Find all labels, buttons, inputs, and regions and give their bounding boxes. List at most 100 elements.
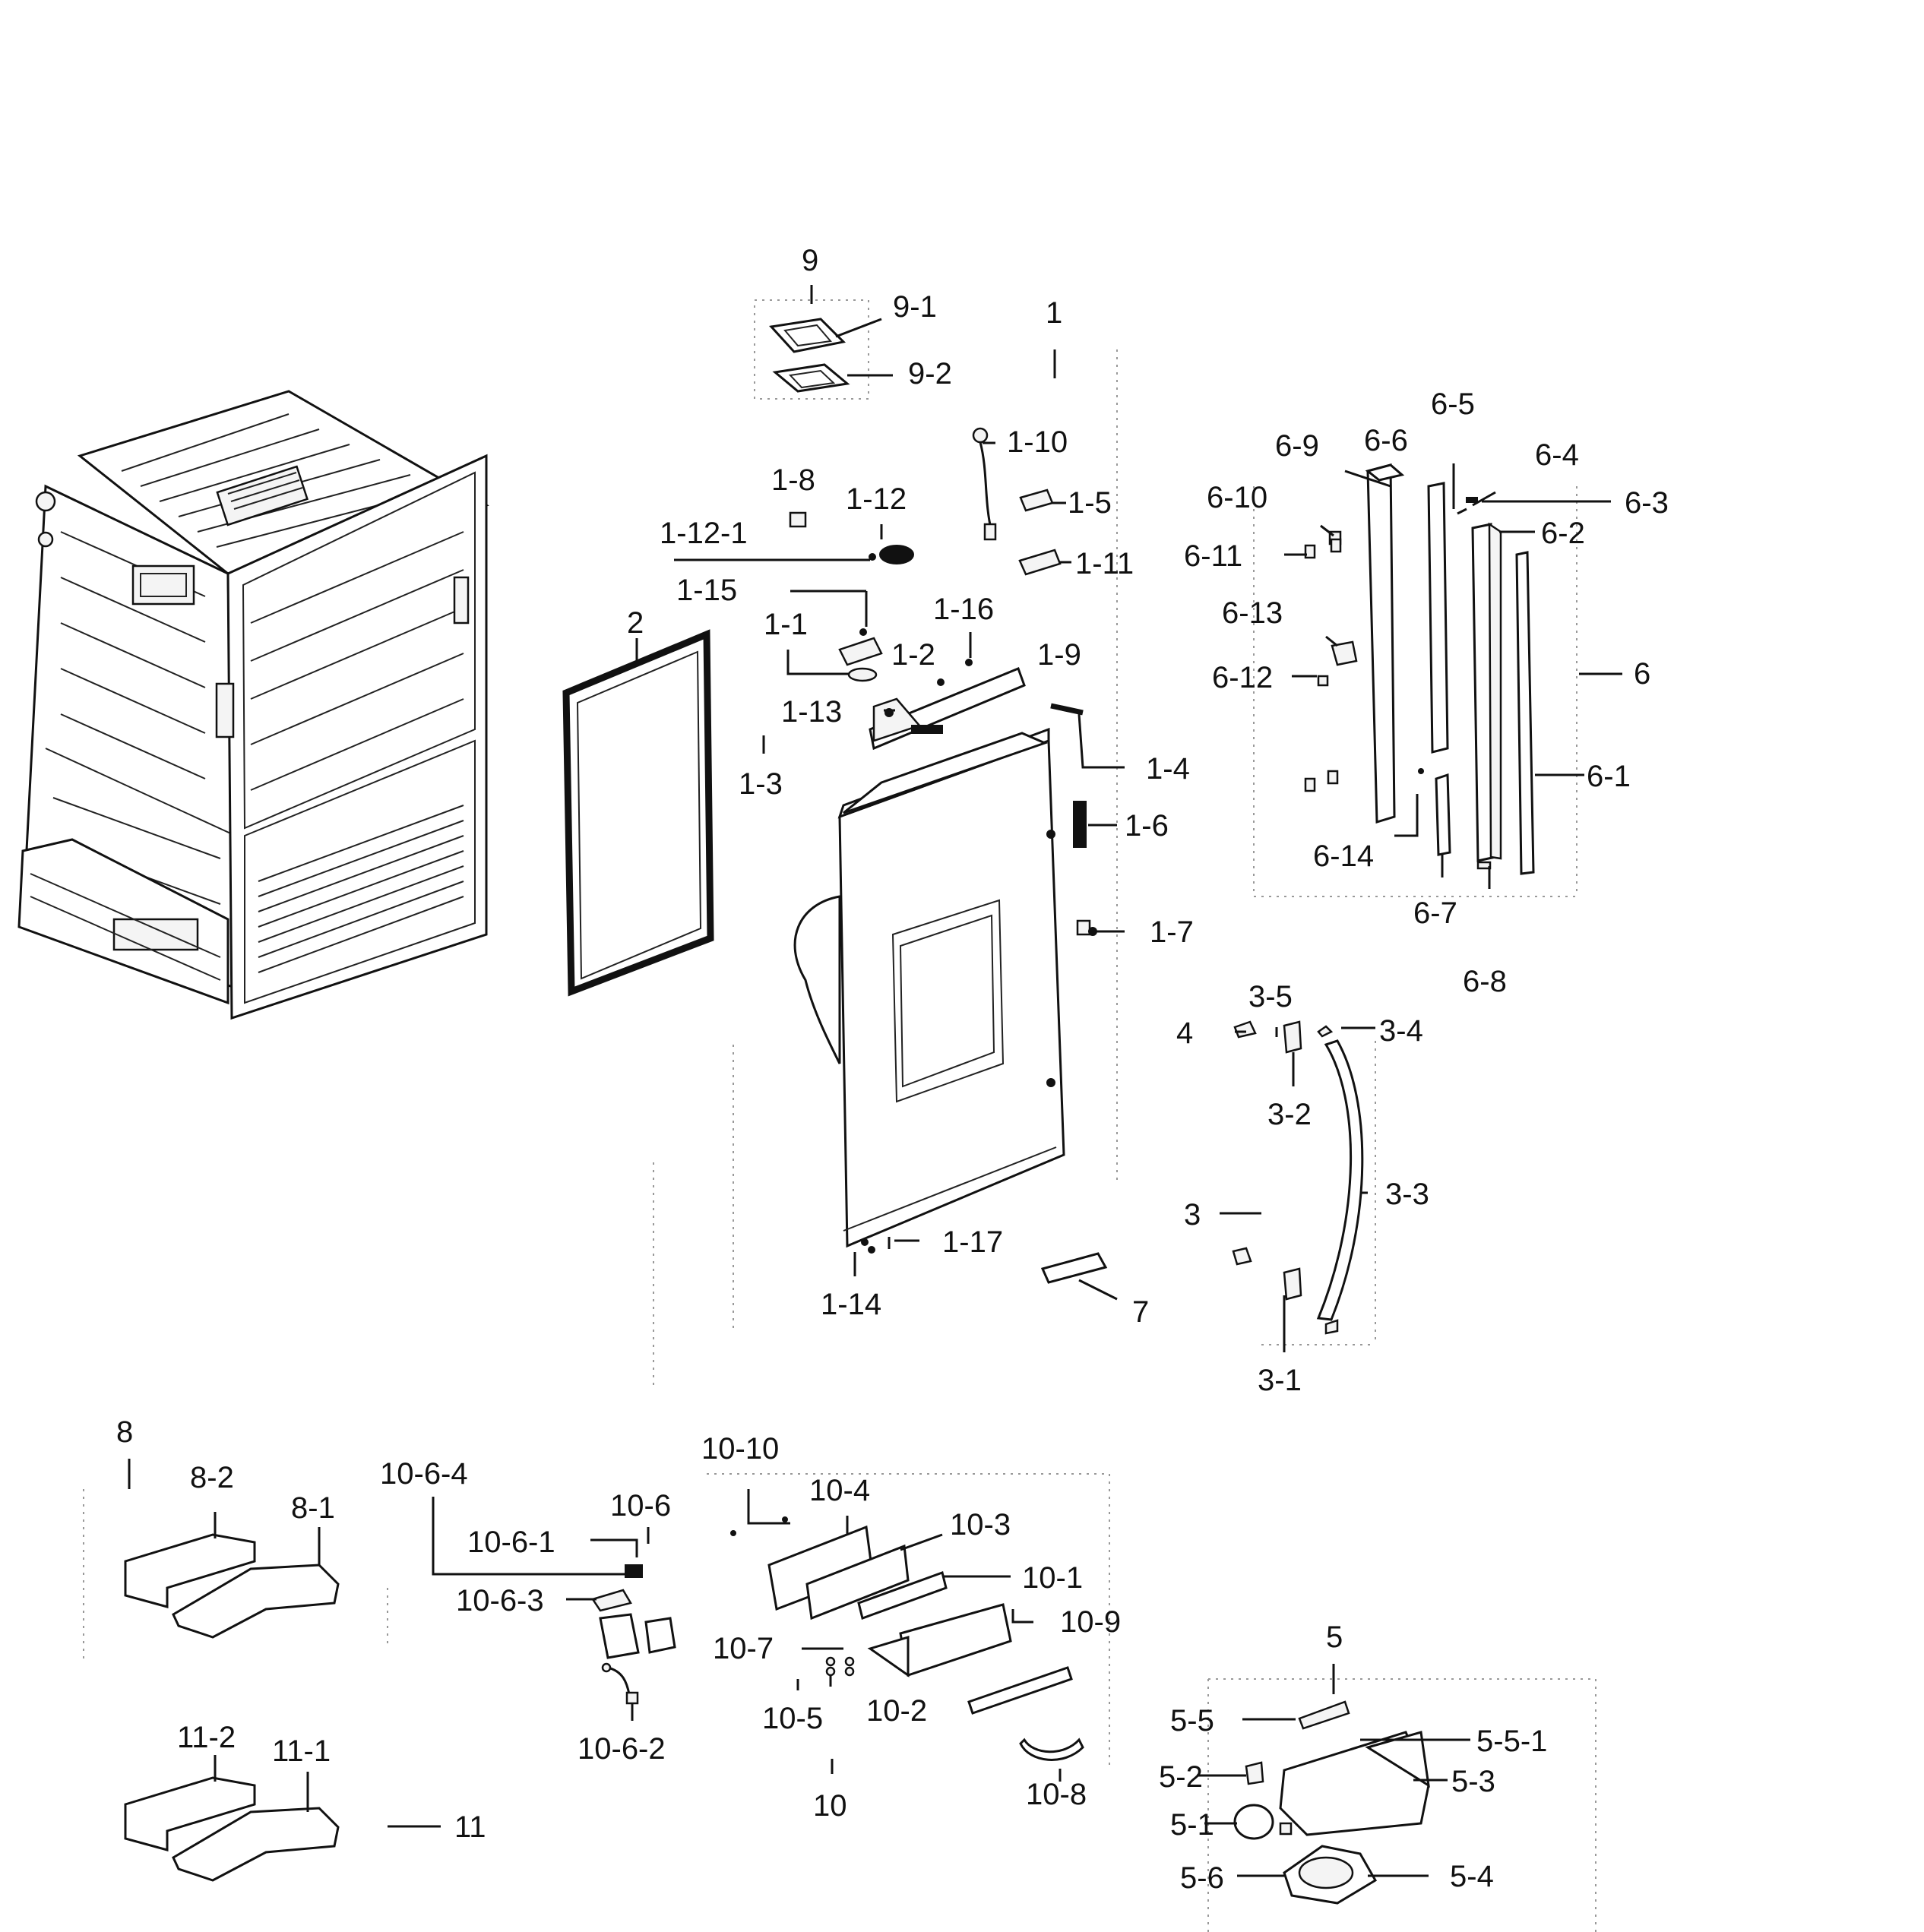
- dispenser-panel-assembly: [730, 1516, 1084, 1761]
- label-6-6: 6-6: [1364, 424, 1408, 457]
- bin-part-8: [124, 1533, 340, 1639]
- hinge-parts: [838, 628, 973, 717]
- door-top-cover: [869, 667, 1026, 751]
- label-1: 1: [1046, 296, 1062, 330]
- label-1-2: 1-2: [891, 638, 935, 672]
- label-1-16: 1-16: [933, 593, 994, 626]
- label-3-2: 3-2: [1267, 1098, 1312, 1131]
- label-3: 3: [1184, 1198, 1201, 1232]
- refrigerator-cabinet: [17, 390, 489, 1020]
- label-6-3: 6-3: [1625, 486, 1669, 520]
- label-10-7: 10-7: [713, 1632, 774, 1665]
- label-1-9: 1-9: [1037, 638, 1081, 672]
- part-1-12: [869, 545, 914, 564]
- door-gasket: [562, 629, 714, 997]
- label-10-6: 10-6: [610, 1489, 671, 1523]
- part-10-6-assembly: [591, 1564, 676, 1705]
- label-6-12: 6-12: [1212, 661, 1273, 694]
- label-3-3: 3-3: [1385, 1178, 1429, 1211]
- part-1-8: [789, 511, 807, 528]
- door-assembly: [793, 727, 1065, 1248]
- label-1-11: 1-11: [1075, 547, 1134, 580]
- label-1-3: 1-3: [739, 767, 783, 801]
- part-1-5: [1019, 489, 1054, 512]
- label-10-2: 10-2: [866, 1694, 927, 1728]
- label-10-5: 10-5: [762, 1702, 823, 1735]
- label-1-1: 1-1: [764, 608, 808, 641]
- label-1-4: 1-4: [1146, 752, 1190, 786]
- label-8-1: 8-1: [291, 1491, 335, 1525]
- label-11-2: 11-2: [177, 1721, 236, 1754]
- label-5-5-1: 5-5-1: [1476, 1725, 1547, 1758]
- part-1-7: [1076, 919, 1097, 936]
- label-6-10: 6-10: [1207, 481, 1267, 514]
- label-10-4: 10-4: [809, 1474, 870, 1507]
- label-6-9: 6-9: [1275, 429, 1319, 463]
- label-10-6-3: 10-6-3: [456, 1584, 544, 1617]
- label-1-6: 1-6: [1125, 809, 1169, 843]
- label-5: 5: [1326, 1621, 1343, 1654]
- label-10: 10: [813, 1789, 847, 1823]
- label-5-5: 5-5: [1170, 1704, 1214, 1738]
- label-6-2: 6-2: [1541, 517, 1585, 550]
- part-7: [1040, 1252, 1108, 1284]
- label-6-7: 6-7: [1413, 896, 1457, 930]
- part-1-4: [1050, 703, 1084, 716]
- label-8-2: 8-2: [190, 1461, 234, 1494]
- label-9-1: 9-1: [893, 290, 937, 324]
- label-1-15: 1-15: [676, 574, 737, 607]
- label-10-8: 10-8: [1026, 1778, 1087, 1811]
- label-11-1: 11-1: [272, 1734, 331, 1768]
- label-10-6-4: 10-6-4: [380, 1457, 468, 1491]
- label-4: 4: [1176, 1017, 1193, 1050]
- label-1-14: 1-14: [821, 1288, 881, 1321]
- label-9: 9: [802, 244, 818, 277]
- filter-gaskets: [769, 318, 850, 393]
- label-5-2: 5-2: [1159, 1760, 1203, 1794]
- label-5-4: 5-4: [1450, 1860, 1494, 1893]
- label-10-1: 10-1: [1022, 1561, 1083, 1595]
- label-6: 6: [1634, 657, 1650, 691]
- door-side-parts: [1304, 463, 1535, 875]
- label-6-8: 6-8: [1463, 965, 1507, 998]
- ice-maker-assembly: [1233, 1700, 1430, 1905]
- door-wire-harness: [972, 427, 997, 541]
- label-10-6-1: 10-6-1: [467, 1526, 555, 1559]
- part-labels: 9 9-1 9-2 1 1-10 1-5 1-11 1-8 1-12 1-12-…: [116, 244, 1669, 1895]
- label-7: 7: [1132, 1295, 1149, 1329]
- label-5-1: 5-1: [1170, 1808, 1214, 1842]
- label-8: 8: [116, 1415, 133, 1449]
- label-6-13: 6-13: [1222, 596, 1283, 630]
- label-10-3: 10-3: [950, 1508, 1011, 1541]
- bin-part-11: [124, 1776, 340, 1882]
- label-3-1: 3-1: [1258, 1364, 1302, 1397]
- label-1-7: 1-7: [1150, 915, 1194, 949]
- label-1-10: 1-10: [1007, 425, 1068, 459]
- label-1-13: 1-13: [781, 695, 842, 729]
- label-11: 11: [454, 1810, 486, 1844]
- part-1-11: [1018, 549, 1062, 576]
- label-5-3: 5-3: [1451, 1765, 1495, 1798]
- label-1-12-1: 1-12-1: [660, 517, 748, 550]
- label-1-8: 1-8: [771, 463, 815, 497]
- label-6-5: 6-5: [1431, 387, 1475, 421]
- label-10-10: 10-10: [701, 1432, 779, 1466]
- label-10-9: 10-9: [1060, 1605, 1121, 1639]
- label-1-5: 1-5: [1068, 486, 1112, 520]
- label-3-4: 3-4: [1379, 1014, 1423, 1048]
- label-6-4: 6-4: [1535, 438, 1579, 472]
- leader-lines: [128, 285, 1622, 1877]
- label-2: 2: [627, 606, 644, 640]
- label-1-12: 1-12: [846, 482, 907, 516]
- label-1-17: 1-17: [942, 1225, 1003, 1259]
- part-1-6: [1073, 801, 1087, 848]
- label-6-11: 6-11: [1184, 539, 1242, 573]
- label-5-6: 5-6: [1180, 1861, 1224, 1895]
- door-handle: [1232, 1020, 1364, 1335]
- label-3-5: 3-5: [1248, 980, 1293, 1013]
- label-9-2: 9-2: [908, 357, 952, 391]
- label-6-14: 6-14: [1313, 840, 1374, 873]
- label-10-6-2: 10-6-2: [578, 1732, 666, 1766]
